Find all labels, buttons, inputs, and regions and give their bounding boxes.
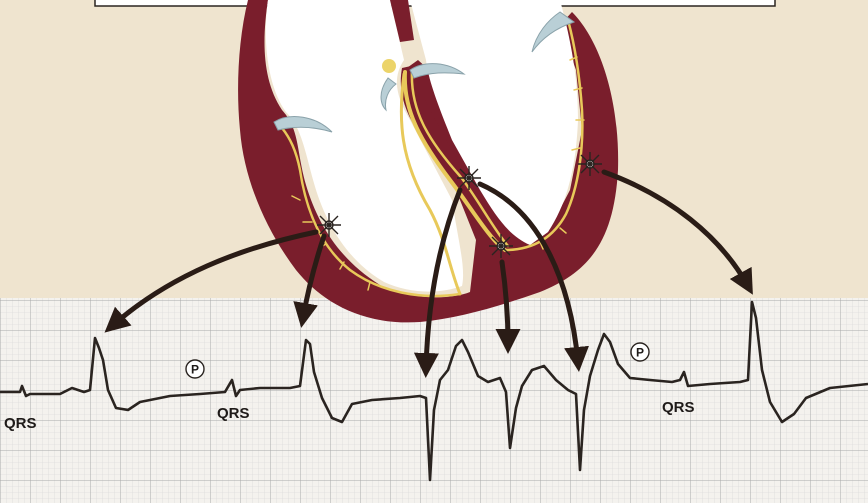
- activation-site-left-wall: [317, 213, 341, 237]
- av-node: [382, 59, 396, 73]
- activation-site-right-wall: [578, 152, 602, 176]
- qrs-label-right: QRS: [662, 399, 695, 416]
- p-wave-label: P: [191, 363, 199, 377]
- activation-site-septum-lower: [489, 234, 513, 258]
- qrs-label-middle: QRS: [217, 405, 250, 422]
- p-wave-marker-right: P: [631, 343, 649, 361]
- ecg-paper: [0, 298, 868, 503]
- arrow-to-last-qrs: [604, 172, 748, 286]
- activation-site-septum-upper: [457, 166, 481, 190]
- heart-illustration: [238, 0, 618, 322]
- qrs-label-left: QRS: [4, 415, 37, 432]
- p-wave-marker-left: P: [186, 360, 204, 378]
- p-wave-label: P: [636, 346, 644, 360]
